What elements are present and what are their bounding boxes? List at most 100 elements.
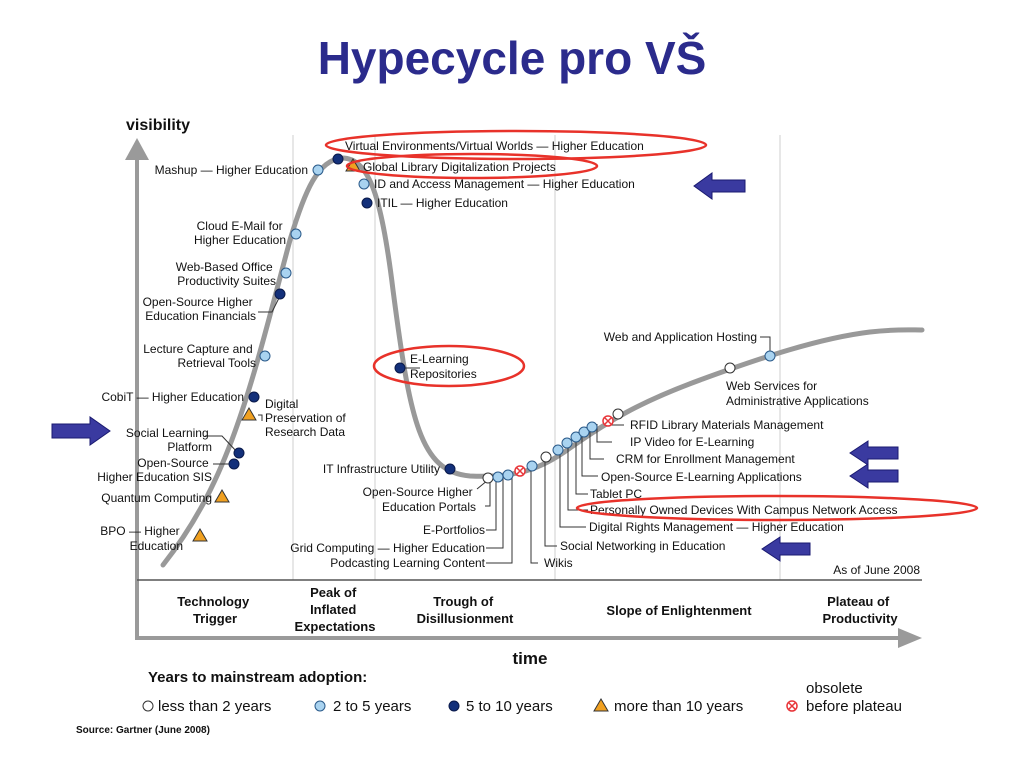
- tech-label-virtual-environments: Virtual Environments/Virtual Worlds — Hi…: [345, 139, 644, 153]
- tech-marker-14: [192, 528, 208, 542]
- y-axis-label: visibility: [126, 117, 190, 134]
- tech-label-open-source-portals: Open-Source Higher Education Portals: [363, 485, 476, 514]
- phase-labels: Technology Trigger Peak of Inflated Expe…: [177, 585, 898, 634]
- tech-label-wikis: Wikis: [544, 556, 573, 570]
- technology-labels: Mashup — Higher Education Virtual Enviro…: [97, 139, 897, 570]
- tech-marker-3: [358, 178, 370, 190]
- legend-title: Years to mainstream adoption:: [148, 669, 367, 686]
- tech-marker-26: [578, 426, 590, 438]
- tech-marker-15: [394, 362, 406, 374]
- tech-marker-30: [724, 362, 736, 374]
- arrow-social-learning: [51, 416, 111, 446]
- tech-marker-1: [332, 153, 344, 165]
- tech-label-personally-owned-devices: Personally Owned Devices With Campus Net…: [590, 503, 897, 517]
- tech-marker-18: [492, 471, 504, 483]
- tech-label-e-learning-repositories: E-Learning Repositories: [410, 352, 477, 381]
- tech-label-ip-video: IP Video for E-Learning: [630, 435, 754, 449]
- phase-technology-trigger: Technology Trigger: [177, 594, 253, 626]
- tech-label-mashup: Mashup — Higher Education: [155, 163, 308, 177]
- page-title: Hypecycle pro VŠ: [318, 32, 707, 84]
- tech-label-digital-rights-management: Digital Rights Management — Higher Educa…: [589, 520, 844, 534]
- tech-marker-29: [612, 408, 624, 420]
- highlight-ellipses: [324, 129, 979, 522]
- tech-marker-20: [514, 465, 526, 477]
- tech-marker-27: [586, 421, 598, 433]
- legend-label-more-than-10: more than 10 years: [614, 698, 743, 715]
- tech-label-quantum-computing: Quantum Computing: [101, 491, 212, 505]
- phase-slope-of-enlightenment: Slope of Enlightenment: [606, 603, 752, 618]
- tech-marker-21: [526, 460, 538, 472]
- arrow-open-source-e-learning: [849, 463, 899, 489]
- tech-marker-12: [228, 458, 240, 470]
- tech-label-rfid: RFID Library Materials Management: [630, 418, 824, 432]
- arrow-crm-enrollment: [849, 440, 899, 466]
- tech-marker-7: [274, 288, 286, 300]
- legend-label-2-to-5: 2 to 5 years: [333, 698, 411, 715]
- tech-marker-17: [482, 472, 494, 484]
- tech-label-open-source-sis: Open-Source Higher Education SIS: [97, 456, 212, 484]
- source-note: Source: Gartner (June 2008): [76, 725, 210, 736]
- tech-label-global-library: Global Library Digitalization Projects: [363, 160, 556, 174]
- tech-marker-5: [290, 228, 302, 240]
- tech-marker-11: [233, 447, 245, 459]
- tech-marker-6: [280, 267, 292, 279]
- tech-label-open-source-e-learning: Open-Source E-Learning Applications: [601, 470, 802, 484]
- legend-label-5-to-10: 5 to 10 years: [466, 698, 553, 715]
- legend-marker-obsolete: [786, 700, 798, 712]
- y-axis: [125, 138, 149, 640]
- tech-marker-10: [241, 407, 257, 421]
- phase-trough-of-disillusionment: Trough of Disillusionment: [417, 594, 514, 626]
- tech-label-open-source-financials: Open-Source Higher Education Financials: [143, 295, 256, 323]
- tech-label-bpo: BPO — Higher Education: [100, 524, 183, 553]
- tech-marker-9: [248, 391, 260, 403]
- tech-marker-23: [552, 444, 564, 456]
- legend-markers: [142, 698, 798, 712]
- arrow-social-networking: [761, 536, 811, 562]
- legend-marker-triangle: [593, 698, 609, 712]
- arrow-id-access-management: [693, 172, 746, 200]
- tech-marker-16: [444, 463, 456, 475]
- tech-label-cloud-email: Cloud E-Mail for Higher Education: [194, 219, 286, 247]
- legend-marker-light: [314, 700, 326, 712]
- legend-label-less-than-2: less than 2 years: [158, 698, 271, 715]
- tech-marker-22: [540, 451, 552, 463]
- legend-label-obsolete: obsolete before plateau: [806, 680, 902, 715]
- tech-label-e-portfolios: E-Portfolios: [423, 523, 485, 537]
- highlight-personally-owned-devices: [575, 494, 979, 522]
- tech-label-cobit: CobiT — Higher Education: [101, 390, 244, 404]
- legend: Years to mainstream adoption: less than …: [142, 669, 902, 715]
- pointer-arrows: [51, 172, 899, 562]
- tech-label-crm-enrollment: CRM for Enrollment Management: [616, 452, 795, 466]
- tech-label-it-infrastructure-utility: IT Infrastructure Utility: [323, 462, 440, 476]
- tech-label-web-based-office: Web-Based Office Productivity Suites: [176, 260, 276, 288]
- tech-marker-8: [259, 350, 271, 362]
- legend-marker-open: [142, 700, 154, 712]
- tech-label-social-learning: Social Learning Platform: [126, 426, 212, 454]
- highlight-virtual-environments: [324, 129, 708, 161]
- phase-plateau-of-productivity: Plateau of Productivity: [822, 594, 898, 626]
- tech-label-podcasting: Podcasting Learning Content: [330, 556, 485, 570]
- hype-curve: [160, 155, 925, 568]
- tech-label-web-services: Web Services for Administrative Applicat…: [726, 379, 869, 408]
- highlight-e-learning-repositories: [372, 344, 526, 388]
- tech-marker-25: [570, 431, 582, 443]
- tech-label-social-networking: Social Networking in Education: [560, 539, 725, 553]
- tech-marker-19: [502, 469, 514, 481]
- tech-marker-24: [561, 437, 573, 449]
- x-axis-label: time: [513, 649, 548, 668]
- legend-marker-dark: [448, 700, 460, 712]
- phase-peak-of-inflated-expectations: Peak of Inflated Expectations: [295, 585, 376, 634]
- tech-marker-4: [361, 197, 373, 209]
- tech-label-lecture-capture: Lecture Capture and Retrieval Tools: [143, 342, 256, 370]
- technology-markers: [192, 153, 776, 542]
- highlight-global-library: [345, 152, 599, 180]
- tech-marker-31: [764, 350, 776, 362]
- tech-marker-0: [312, 164, 324, 176]
- as-of-label: As of June 2008: [833, 563, 920, 577]
- tech-marker-13: [214, 489, 230, 503]
- tech-marker-28: [602, 415, 614, 427]
- tech-label-tablet-pc: Tablet PC: [590, 487, 642, 501]
- x-axis: [137, 628, 922, 648]
- tech-label-id-access-management: ID and Access Management — Higher Educat…: [374, 177, 635, 191]
- tech-label-itil: ITIL — Higher Education: [377, 196, 508, 210]
